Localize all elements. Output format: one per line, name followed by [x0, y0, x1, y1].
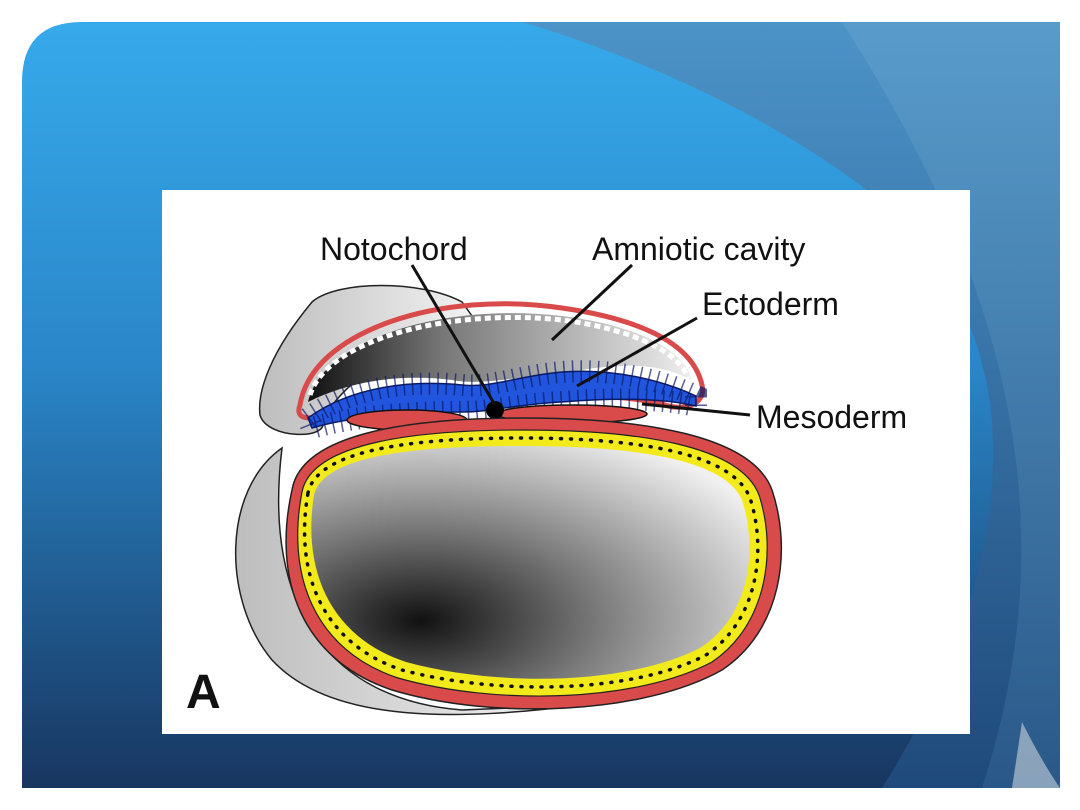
slide-wave-3 [1012, 722, 1060, 788]
slide-wave-2 [842, 22, 1060, 788]
embryo-diagram: Notochord Amniotic cavity Ectoderm Mesod… [186, 231, 907, 719]
amniotic-cavity-leader-line [550, 263, 634, 342]
embryo-figure-panel: Notochord Amniotic cavity Ectoderm Mesod… [162, 190, 970, 734]
ectoderm-stripes [294, 360, 707, 442]
endoderm-dots [302, 436, 760, 689]
slide: Notochord Amniotic cavity Ectoderm Mesod… [22, 22, 1060, 788]
amniotic-cavity [308, 313, 692, 402]
ectoderm-leader-line [576, 316, 698, 388]
label-amniotic-cavity: Amniotic cavity [592, 231, 805, 267]
mesoderm-leader-line [641, 402, 751, 417]
notochord-leader-line [410, 264, 497, 406]
panel-letter: A [186, 666, 221, 719]
label-ectoderm: Ectoderm [702, 286, 839, 322]
label-mesoderm: Mesoderm [756, 399, 907, 435]
yolk-sac-cavity [311, 446, 750, 679]
label-notochord: Notochord [320, 231, 468, 267]
amnion-lining [307, 315, 691, 396]
notochord [486, 401, 504, 419]
